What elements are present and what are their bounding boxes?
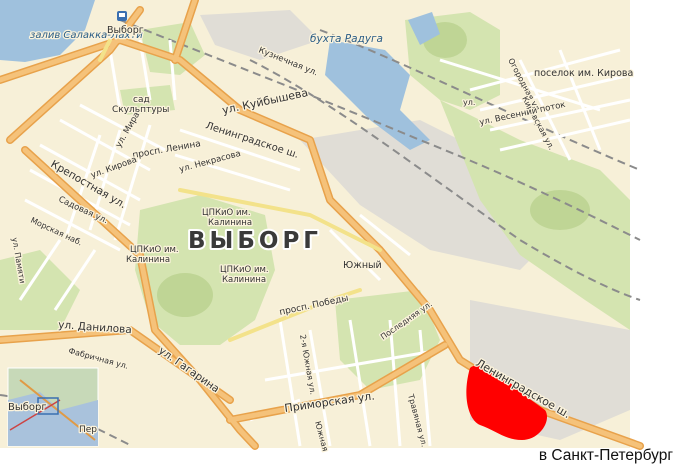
place-label-cpkio-2a: ЦПКиО им. <box>130 245 179 255</box>
place-label-cpkio-3b: Калинина <box>222 275 266 285</box>
inset-overview-map[interactable] <box>7 367 99 447</box>
place-label-cpkio-1a: ЦПКиО им. <box>202 208 251 218</box>
minor-streets <box>18 39 631 447</box>
inset-label: Выборг <box>8 402 47 413</box>
water-label-raduga: бухта Радуга <box>310 33 383 45</box>
place-label-yuzhny: Южный <box>343 260 382 271</box>
forest-patches <box>157 22 590 317</box>
destination-caption: в Санкт-Петербург <box>538 447 673 464</box>
water-label-salakka-1: залив Салакка-Лахти <box>30 30 143 41</box>
place-label-cpkio-1b: Калинина <box>208 218 252 228</box>
city-name-label: ВЫБОРГ <box>188 228 322 254</box>
secondary-roads <box>98 38 382 342</box>
place-label-cpkio-3a: ЦПКиО им. <box>220 265 269 275</box>
place-label-sad: сад <box>133 95 150 105</box>
water-bodies <box>0 0 440 150</box>
railway-station-icon[interactable] <box>117 11 127 21</box>
place-label-poselok-kirova: поселок им. Кирова <box>534 68 633 79</box>
inset-partial-label: Пер <box>79 425 97 435</box>
street-label-ul-fragment: ул. <box>463 98 475 107</box>
highlighted-area[interactable] <box>466 365 548 440</box>
inset-viewport-frame <box>37 397 59 415</box>
place-label-cpkio-2b: Калинина <box>126 255 170 265</box>
station-label: Выборг <box>107 25 144 36</box>
place-label-skulptury: Скульптуры <box>112 105 169 115</box>
